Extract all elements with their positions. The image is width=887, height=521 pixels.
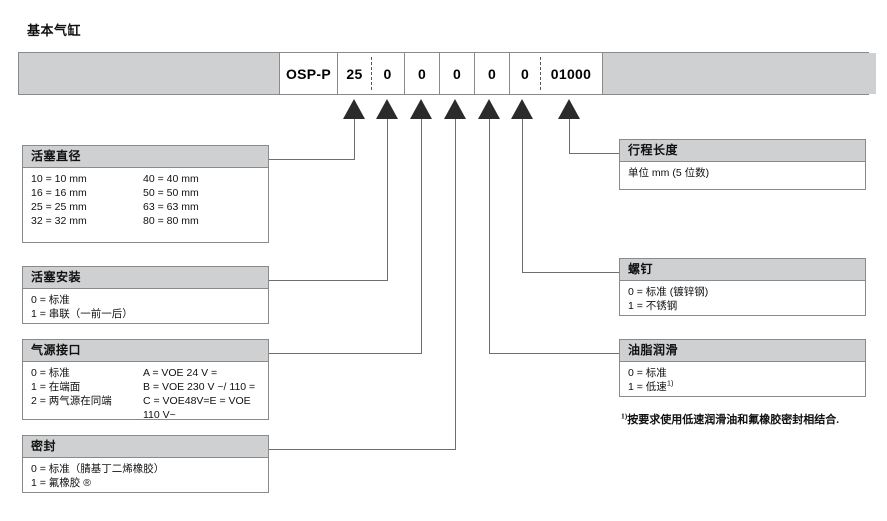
option-row: 1 = 串联（一前一后） xyxy=(31,308,133,320)
box-grease-lubrication-header: 油脂润滑 xyxy=(620,340,865,362)
connector-grease-h xyxy=(489,353,619,354)
option-row: C = VOE48V=E = VOE 110 V~ xyxy=(143,395,251,421)
option-row: 单位 mm (5 位数) xyxy=(628,167,710,179)
box-sealing-header: 密封 xyxy=(23,436,268,458)
option-row: 16 = 16 mm xyxy=(31,187,87,199)
box-screw-body: 0 = 标准 (镀锌钢) 1 = 不锈钢 xyxy=(620,281,865,318)
option-row: 63 = 63 mm xyxy=(143,201,199,213)
option-row: 40 = 40 mm xyxy=(143,173,199,185)
box-piston-diameter-header: 活塞直径 xyxy=(23,146,268,168)
connector-screw-h xyxy=(522,272,619,273)
option-row-text: 1 = 低速 xyxy=(628,381,667,393)
arrow-screw xyxy=(511,99,533,119)
footnote-marker-ref: 1) xyxy=(621,411,628,421)
code-value-piston-mounting: 0 xyxy=(383,65,392,82)
connector-stroke-h xyxy=(569,153,619,154)
option-row: 80 = 80 mm xyxy=(143,215,199,227)
code-value-screw: 0 xyxy=(520,65,530,82)
code-bar-left-filler xyxy=(19,53,279,94)
box-piston-diameter-body: 10 = 10 mm 16 = 16 mm 25 = 25 mm 32 = 32… xyxy=(23,168,268,233)
connector-sealing-h xyxy=(268,449,456,450)
code-bar-right-filler xyxy=(602,53,876,94)
arrow-air-supply-port xyxy=(410,99,432,119)
arrow-sealing xyxy=(444,99,466,119)
connector-piston-diameter-v xyxy=(354,119,355,159)
arrow-stroke-length xyxy=(558,99,580,119)
code-cell-piston-diameter-and-mounting: 25 0 xyxy=(337,53,404,94)
code-value-piston-diameter: 25 xyxy=(346,65,363,82)
box-air-supply-port-header: 气源接口 xyxy=(23,340,268,362)
box-stroke-length-body: 单位 mm (5 位数) xyxy=(620,162,865,185)
box-sealing: 密封 0 = 标准（腈基丁二烯橡胶） 1 = 氟橡胶 ® xyxy=(22,435,269,493)
box-piston-mounting-body: 0 = 标准 1 = 串联（一前一后） xyxy=(23,289,268,326)
box-screw: 螺钉 0 = 标准 (镀锌钢) 1 = 不锈钢 xyxy=(619,258,866,316)
option-row: 50 = 50 mm xyxy=(143,187,199,199)
connector-screw-v xyxy=(522,119,523,272)
option-row: 0 = 标准（腈基丁二烯橡胶） xyxy=(31,463,165,475)
box-air-supply-port-body: 0 = 标准 1 = 在端面 2 = 两气源在同端 A = VOE 24 V =… xyxy=(23,362,268,427)
box-piston-diameter: 活塞直径 10 = 10 mm 16 = 16 mm 25 = 25 mm 32… xyxy=(22,145,269,243)
code-cell-3: 0 xyxy=(404,53,439,94)
box-grease-lubrication: 油脂润滑 0 = 标准 1 = 低速1) xyxy=(619,339,866,397)
connector-piston-diameter-h xyxy=(268,159,355,160)
arrow-piston-mounting xyxy=(376,99,398,119)
diagram-title: 基本气缸 xyxy=(27,23,82,38)
arrow-piston-diameter xyxy=(343,99,365,119)
code-cell-5: 0 xyxy=(474,53,509,94)
connector-air-supply-v xyxy=(421,119,422,353)
code-cell-prefix: OSP-P xyxy=(279,53,337,94)
connector-piston-mounting-v xyxy=(387,119,388,280)
option-row: 1 = 在端面 xyxy=(31,381,81,393)
option-row: 0 = 标准 (镀锌钢) xyxy=(628,286,709,298)
connector-sealing-v xyxy=(455,119,456,449)
connector-piston-mounting-h xyxy=(268,280,388,281)
option-row-with-footnote: 1 = 低速1) xyxy=(628,378,857,394)
option-row: 2 = 两气源在同端 xyxy=(31,395,112,407)
product-code-bar: OSP-P 25 0 0 0 0 0 01000 xyxy=(18,52,876,95)
footnote-text: 按要求使用低速润滑油和氟橡胶密封相结合. xyxy=(627,414,839,426)
box-air-supply-port: 气源接口 0 = 标准 1 = 在端面 2 = 两气源在同端 A = VOE 2… xyxy=(22,339,269,421)
option-row: 0 = 标准 xyxy=(31,367,70,379)
box-piston-mounting-header: 活塞安装 xyxy=(23,267,268,289)
connector-air-supply-h xyxy=(268,353,422,354)
footnote-block: 1)按要求使用低速润滑油和氟橡胶密封相结合. xyxy=(621,411,861,428)
option-row: 32 = 32 mm xyxy=(31,215,87,227)
connector-stroke-v xyxy=(569,119,570,153)
box-stroke-length: 行程长度 单位 mm (5 位数) xyxy=(619,139,866,190)
option-row: B = VOE 230 V ~/ 110 = xyxy=(143,381,256,393)
option-row: 0 = 标准 xyxy=(31,294,70,306)
option-row: A = VOE 24 V = xyxy=(143,367,218,379)
connector-grease-v xyxy=(489,119,490,353)
box-piston-mounting: 活塞安装 0 = 标准 1 = 串联（一前一后） xyxy=(22,266,269,324)
option-row: 25 = 25 mm xyxy=(31,201,87,213)
arrow-grease-lubrication xyxy=(478,99,500,119)
option-row: 0 = 标准 xyxy=(628,367,667,379)
option-row: 1 = 不锈钢 xyxy=(628,300,678,312)
code-value-stroke-length: 01000 xyxy=(550,65,592,82)
box-stroke-length-header: 行程长度 xyxy=(620,140,865,162)
box-grease-lubrication-body: 0 = 标准 1 = 低速1) xyxy=(620,362,865,399)
option-row: 10 = 10 mm xyxy=(31,173,87,185)
footnote-marker: 1) xyxy=(666,378,674,388)
box-sealing-body: 0 = 标准（腈基丁二烯橡胶） 1 = 氟橡胶 ® xyxy=(23,458,268,495)
code-cell-screw-and-stroke: 0 01000 xyxy=(509,53,602,94)
box-screw-header: 螺钉 xyxy=(620,259,865,281)
option-row: 1 = 氟橡胶 ® xyxy=(31,477,91,489)
code-cell-4: 0 xyxy=(439,53,474,94)
